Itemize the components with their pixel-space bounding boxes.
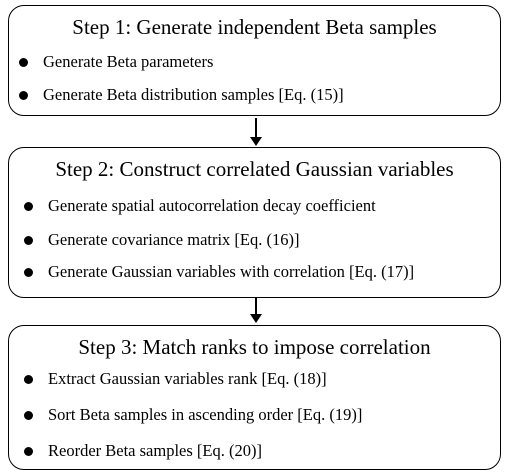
bullet-dot-icon: [24, 267, 33, 277]
step-3-title: Step 3: Match ranks to impose correlatio…: [78, 335, 431, 359]
step-3-item-1: Extract Gaussian variables rank [Eq. (18…: [24, 369, 327, 389]
bullet-dot-icon: [24, 374, 33, 384]
step-3-item-2: Sort Beta samples in ascending order [Eq…: [24, 405, 362, 425]
step-2-item-3-text: Generate Gaussian variables with correla…: [48, 262, 415, 281]
arrow-down-icon: [250, 118, 262, 148]
step-1-item-1: Generate Beta parameters: [19, 52, 213, 72]
step-2-item-1-text: Generate spatial autocorrelation decay c…: [48, 196, 376, 215]
arrow-1-head: [250, 137, 262, 146]
step-3-box: Step 3: Match ranks to impose correlatio…: [8, 325, 501, 470]
bullet-dot-icon: [24, 201, 33, 211]
bullet-dot-icon: [24, 410, 33, 420]
arrow-down-icon: [250, 298, 262, 325]
bullet-dot-icon: [24, 235, 33, 245]
step-3-item-3: Reorder Beta samples [Eq. (20)]: [24, 441, 262, 461]
step-1-item-1-text: Generate Beta parameters: [43, 52, 214, 71]
step-2-title: Step 2: Construct correlated Gaussian va…: [55, 157, 454, 181]
step-3-item-1-text: Extract Gaussian variables rank [Eq. (18…: [48, 369, 327, 388]
step-1-box: Step 1: Generate independent Beta sample…: [8, 5, 501, 116]
step-2-item-3: Generate Gaussian variables with correla…: [24, 262, 414, 282]
step-2-box: Step 2: Construct correlated Gaussian va…: [8, 147, 501, 298]
step-1-title: Step 1: Generate independent Beta sample…: [72, 15, 437, 39]
step-1-item-2-text: Generate Beta distribution samples [Eq. …: [43, 85, 344, 104]
bullet-dot-icon: [24, 446, 33, 456]
bullet-dot-icon: [19, 57, 28, 67]
step-2-item-2: Generate covariance matrix [Eq. (16)]: [24, 230, 300, 250]
arrow-2-head: [250, 314, 262, 323]
bullet-dot-icon: [19, 90, 28, 100]
arrow-1-shaft: [255, 118, 257, 139]
step-2-item-1: Generate spatial autocorrelation decay c…: [24, 196, 376, 216]
step-3-item-3-text: Reorder Beta samples [Eq. (20)]: [48, 441, 262, 460]
step-2-item-2-text: Generate covariance matrix [Eq. (16)]: [48, 230, 300, 249]
arrow-2-shaft: [255, 298, 257, 316]
step-1-item-2: Generate Beta distribution samples [Eq. …: [19, 85, 344, 105]
step-3-item-2-text: Sort Beta samples in ascending order [Eq…: [48, 405, 363, 424]
